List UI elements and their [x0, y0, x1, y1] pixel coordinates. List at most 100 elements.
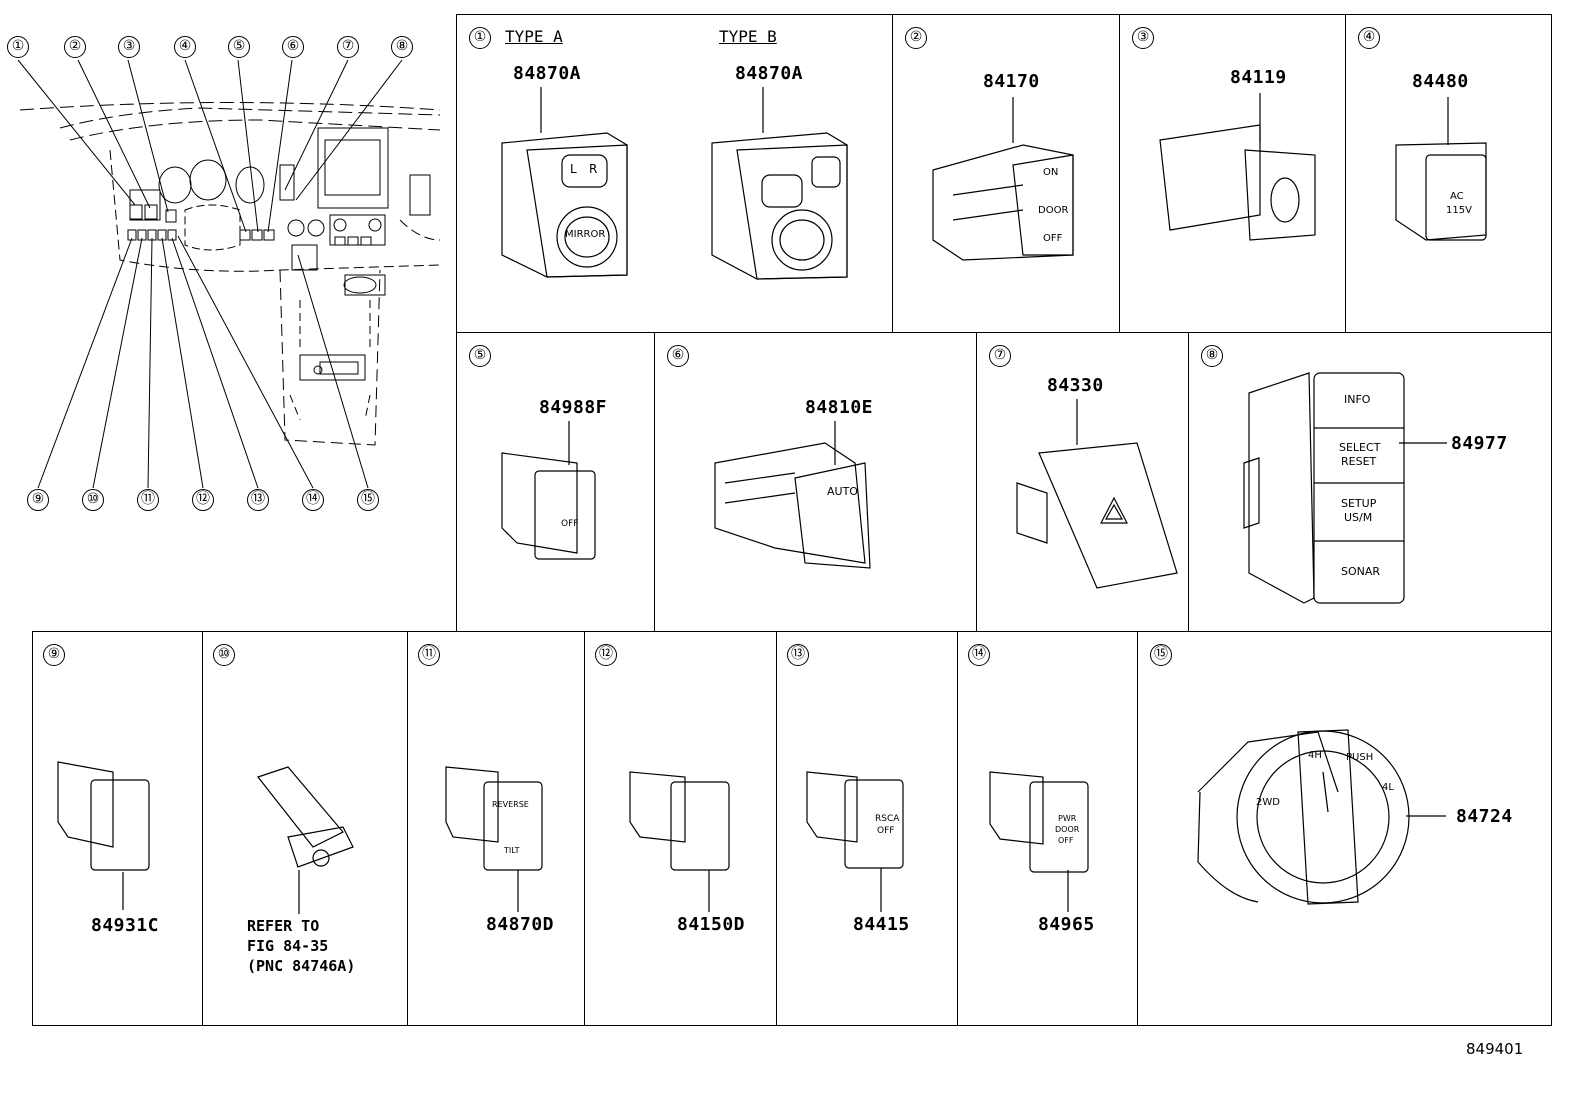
label-auto: AUTO: [827, 485, 858, 498]
label-off: OFF: [877, 826, 895, 836]
overview-callout-8: ⑧: [391, 36, 413, 58]
panel-index: ⑬: [787, 644, 809, 666]
part-number-type-a: 84870A: [513, 63, 582, 84]
dashboard-drawing: [0, 0, 455, 530]
part-number: 84810E: [805, 397, 874, 418]
label-reset: RESET: [1341, 455, 1377, 468]
sonar-switch-drawing: [1189, 333, 1552, 632]
panel-index: ⑩: [213, 644, 235, 666]
panel-11: ⑪ REVERSE TILT 84870D: [407, 631, 585, 1026]
switch-drawing: [585, 632, 777, 1026]
mirror-switch-drawing: [457, 15, 893, 333]
part-number-type-b: 84870A: [735, 63, 804, 84]
part-number: 84170: [983, 71, 1040, 92]
switch-drawing: [33, 632, 203, 1026]
door-switch-drawing: [893, 15, 1120, 333]
label-push: PUSH: [1346, 752, 1374, 763]
label-115v: 115V: [1446, 205, 1472, 216]
part-number: 84119: [1230, 67, 1287, 88]
panel-index: ⑤: [469, 345, 491, 367]
label-info: INFO: [1344, 393, 1371, 406]
auto-switch-drawing: [655, 333, 977, 632]
switch-drawing: [958, 632, 1138, 1026]
reference-note: REFER TO FIG 84-35 (PNC 84746A): [247, 917, 356, 975]
label-tilt: TILT: [504, 846, 520, 855]
panel-14: ⑭ PWR DOOR OFF 84965: [957, 631, 1138, 1026]
overview-callout-4: ④: [174, 36, 196, 58]
panel-9: ⑨ 84931C: [32, 631, 203, 1026]
overview-callout-14: ⑭: [302, 489, 324, 511]
hazard-switch-drawing: [977, 333, 1189, 632]
panel-index: ③: [1132, 27, 1154, 49]
panel-index: ①: [469, 27, 491, 49]
panel-index: ⑦: [989, 345, 1011, 367]
figure-number: 849401: [1466, 1040, 1524, 1058]
overview-callout-7: ⑦: [337, 36, 359, 58]
panel-8: ⑧ 84977 INFO SELECT RESET SETUP US/M SON…: [1188, 332, 1552, 632]
panel-10: ⑩ REFER TO FIG 84-35 (PNC 84746A): [202, 631, 408, 1026]
switch-drawing: [777, 632, 958, 1026]
overview-callout-12: ⑫: [192, 489, 214, 511]
switch-drawing: [457, 333, 655, 632]
label-pwr: PWR: [1058, 814, 1077, 823]
overview-callout-11: ⑪: [137, 489, 159, 511]
panel-12: ⑫ 84150D: [584, 631, 777, 1026]
label-mirror: MIRROR: [565, 229, 606, 240]
label-select: SELECT: [1339, 441, 1381, 454]
part-number: 84150D: [677, 914, 746, 935]
part-number: 84330: [1047, 375, 1104, 396]
part-number: 84724: [1456, 806, 1513, 827]
panel-13: ⑬ RSCA OFF 84415: [776, 631, 958, 1026]
label-door: DOOR: [1055, 825, 1080, 834]
label-4h: 4H: [1308, 750, 1322, 761]
part-number: 84977: [1451, 433, 1508, 454]
panel-5: ⑤ 84988F OFF: [456, 332, 655, 632]
label-door: DOOR: [1038, 205, 1069, 216]
panel-7: ⑦ 84330: [976, 332, 1189, 632]
type-a-label: TYPE A: [505, 27, 563, 46]
overview-callout-2: ②: [64, 36, 86, 58]
type-b-label: TYPE B: [719, 27, 777, 46]
part-number: 84480: [1412, 71, 1469, 92]
part-number: 84965: [1038, 914, 1095, 935]
part-number: 84870D: [486, 914, 555, 935]
panel-index: ⑨: [43, 644, 65, 666]
panel-index: ④: [1358, 27, 1380, 49]
panel-index: ⑮: [1150, 644, 1172, 666]
overview-callout-15: ⑮: [357, 489, 379, 511]
label-usm: US/M: [1344, 511, 1373, 524]
panel-index: ⑫: [595, 644, 617, 666]
overview-callout-1: ①: [7, 36, 29, 58]
overview-callout-6: ⑥: [282, 36, 304, 58]
panel-2: ② 84170 ON DOOR OFF: [892, 14, 1120, 333]
overview-callout-13: ⑬: [247, 489, 269, 511]
panel-3: ③ 84119: [1119, 14, 1346, 333]
panel-index: ⑥: [667, 345, 689, 367]
label-setup: SETUP: [1341, 497, 1377, 510]
dashboard-overview: ① ② ③ ④ ⑤ ⑥ ⑦ ⑧ ⑨ ⑩ ⑪ ⑫ ⑬ ⑭ ⑮: [0, 0, 455, 530]
overview-callout-9: ⑨: [27, 489, 49, 511]
part-number: 84931C: [91, 915, 160, 936]
label-2wd: 2WD: [1256, 797, 1280, 808]
part-number: 84415: [853, 914, 910, 935]
label-4l: 4L: [1382, 782, 1394, 793]
panel-index: ⑪: [418, 644, 440, 666]
label-sonar: SONAR: [1341, 565, 1381, 578]
power-outlet-switch-drawing: [1346, 15, 1552, 333]
part-number: 84988F: [539, 397, 608, 418]
label-off: OFF: [1058, 836, 1074, 845]
panel-index: ⑭: [968, 644, 990, 666]
label-off: OFF: [1043, 233, 1063, 244]
transfer-dial-drawing: [1138, 632, 1552, 1026]
label-reverse: REVERSE: [492, 800, 529, 809]
label-on: ON: [1043, 167, 1059, 178]
label-rsca: RSCA: [875, 814, 900, 824]
panel-index: ②: [905, 27, 927, 49]
connector-drawing: [203, 632, 408, 1026]
panel-index: ⑧: [1201, 345, 1223, 367]
label-l: L: [570, 162, 577, 176]
panel-1: ① TYPE A TYPE B 84870A 84870A L R MIRROR: [456, 14, 893, 333]
panel-4: ④ 84480 AC 115V: [1345, 14, 1552, 333]
overview-callout-5: ⑤: [228, 36, 250, 58]
panel-6: ⑥ 84810E AUTO: [654, 332, 977, 632]
